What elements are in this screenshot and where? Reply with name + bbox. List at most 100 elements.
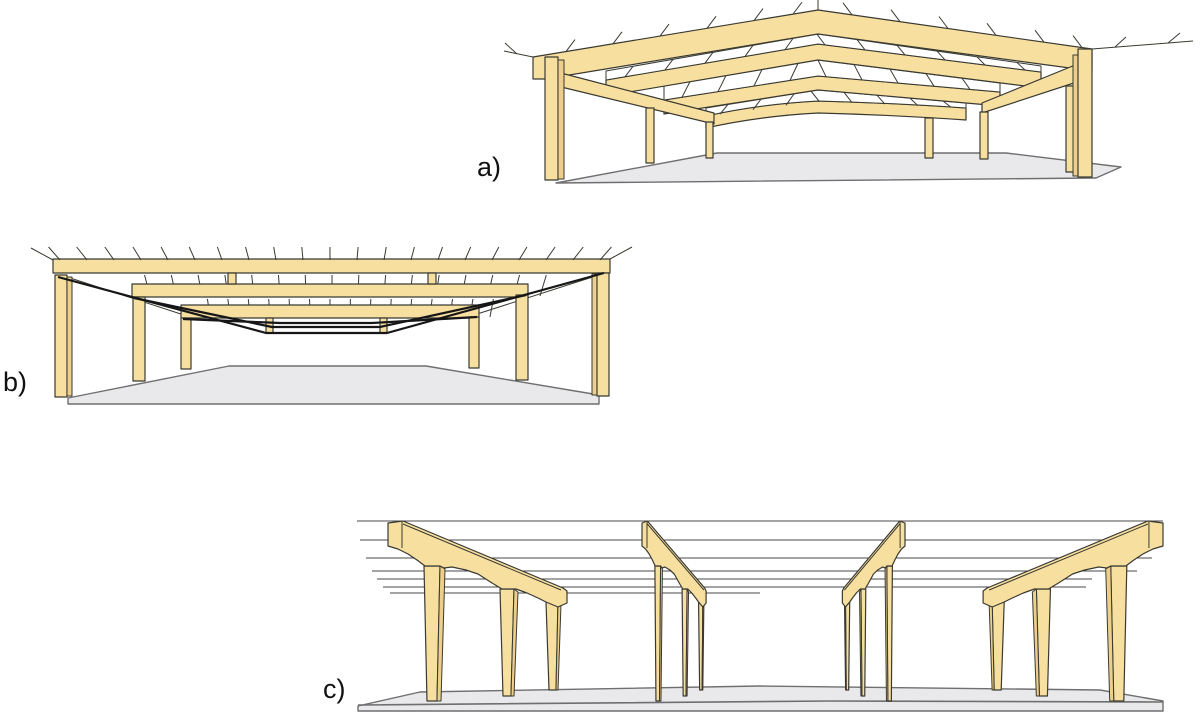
a-rafter-ticks-line — [890, 9, 901, 22]
b-rafter-ticks-line — [609, 246, 633, 260]
b-rafter-ticks-line — [216, 246, 223, 261]
b-rafter-ticks-line — [491, 246, 500, 261]
a-purlin-ticks-line — [1016, 62, 1026, 71]
column-a-right-side — [1072, 54, 1079, 177]
post-upper-left — [227, 272, 237, 285]
a-purlin-ticks-line — [853, 64, 863, 81]
floor-a — [555, 152, 1122, 184]
a-purlin-ticks-line — [936, 50, 946, 61]
b-rafter-ticks-line — [132, 246, 142, 261]
a-rafter-ticks-line — [753, 8, 764, 21]
structure-c-inclined-beam-hall — [357, 520, 1164, 712]
floor-c — [357, 685, 1164, 712]
roof-edge-extension-left — [503, 50, 534, 58]
a-rafter-ticks-line — [1072, 35, 1083, 48]
a-purlin-ticks-line — [843, 91, 853, 103]
a-purlin-ticks-line — [681, 81, 691, 98]
roof-fascia-beam — [532, 9, 1093, 80]
rafter-tick — [1167, 32, 1181, 44]
b-rafter-ticks-line — [572, 246, 584, 261]
structure-a-gabled-frame-hall — [503, 0, 1194, 184]
column-b-right-front — [596, 272, 610, 397]
column-a-right-2 — [979, 111, 989, 160]
column-a-left-2 — [645, 107, 655, 164]
b-rafter-ticks-line — [160, 246, 169, 261]
a-purlin-ticks-line — [719, 104, 729, 115]
column-b-right-side — [591, 273, 598, 396]
label-a: a) — [477, 152, 501, 182]
b-rafter-ticks-line — [301, 246, 304, 261]
b-rafter-ticks-line — [273, 246, 277, 261]
a-rafter-ticks-line — [1034, 29, 1045, 43]
a-rafter-ticks-line — [659, 23, 670, 37]
a-purlin-ticks-line — [925, 73, 935, 87]
a-purlin-ticks-line — [810, 90, 820, 102]
b-rafter-ticks-line — [30, 247, 54, 261]
a-rafter-ticks-line — [986, 23, 997, 36]
cable-frame-2 — [133, 293, 527, 329]
b-rafter-ticks-line — [48, 246, 61, 261]
a-purlin-ticks-line — [753, 69, 763, 87]
column-b-left-3 — [180, 317, 192, 370]
b-rafter-ticks-line — [437, 246, 443, 261]
b-rafter-ticks-line — [464, 246, 472, 261]
column-b-left-side — [66, 276, 73, 397]
a-purlin-ticks-line — [784, 38, 794, 50]
column-b-right-2 — [515, 294, 529, 381]
a-rafter-ticks-line — [565, 39, 576, 52]
a-purlin-ticks-line — [876, 94, 886, 105]
a-purlin-ticks-line — [744, 45, 754, 57]
eaves-line-right — [473, 273, 603, 316]
b-rafter-ticks-line — [245, 246, 250, 261]
b-rafter-ticks-line — [104, 246, 115, 261]
roof-fascia-beam-b — [52, 258, 611, 274]
rafter-tick — [504, 42, 518, 55]
column-a-right-front — [1077, 48, 1093, 178]
b-rafter-ticks-line — [518, 246, 528, 261]
c-frame-1 — [387, 520, 568, 702]
a-purlin-ticks-line — [816, 33, 826, 46]
post-upper-right — [427, 272, 437, 285]
a-purlin-ticks-line — [789, 63, 799, 81]
column-b-left-front — [54, 274, 68, 398]
a-purlin-ticks-line — [624, 65, 634, 78]
b-rafter-ticks-line — [356, 246, 359, 261]
a-rafter-ticks-line — [938, 16, 949, 29]
b-rafter-ticks-line — [76, 246, 88, 261]
structure-b-suspended-beam-hall — [30, 246, 633, 405]
b-rafter-ticks-line — [188, 246, 196, 261]
column-a-left-front — [544, 56, 559, 181]
b-rafter-ticks — [30, 246, 633, 261]
b-rafter-ticks-line — [410, 246, 415, 261]
a-purlin-ticks-line — [909, 97, 919, 107]
a-rafter-ticks-line — [706, 16, 717, 29]
column-a-left-3 — [705, 121, 714, 159]
a-purlin-ticks-line — [961, 77, 971, 90]
a-purlin-ticks-line — [664, 59, 674, 71]
a-purlin-ticks-line — [976, 56, 986, 66]
cable-frame-3 — [182, 315, 478, 325]
column-b-left-2 — [132, 296, 146, 382]
b-rafter-underside-ticks-line — [539, 274, 547, 297]
a-rafter-ticks-line — [612, 31, 623, 45]
c-frame-3 — [841, 520, 906, 702]
a-rafter-ticks-line — [842, 2, 853, 16]
a-rafter-ticks — [565, 0, 1083, 52]
rafter-tick — [1114, 36, 1127, 48]
label-c: c) — [323, 674, 346, 704]
b-rafter-ticks-line — [383, 246, 387, 261]
a-purlin-ticks-line — [752, 98, 762, 111]
column-a-right-3 — [924, 117, 934, 159]
c-frame-2 — [641, 520, 707, 702]
beam-b3 — [180, 304, 480, 319]
column-b-right-3 — [468, 316, 480, 369]
floor-front-edge-c — [357, 700, 1164, 706]
label-b: b) — [3, 367, 27, 397]
a-purlin-ticks — [624, 33, 1026, 115]
a-rafter-ticks-line — [792, 1, 803, 15]
roof-edge-extension-right — [1091, 40, 1194, 50]
a-purlin-ticks-line — [785, 93, 795, 106]
a-purlin-ticks-line — [817, 59, 827, 77]
